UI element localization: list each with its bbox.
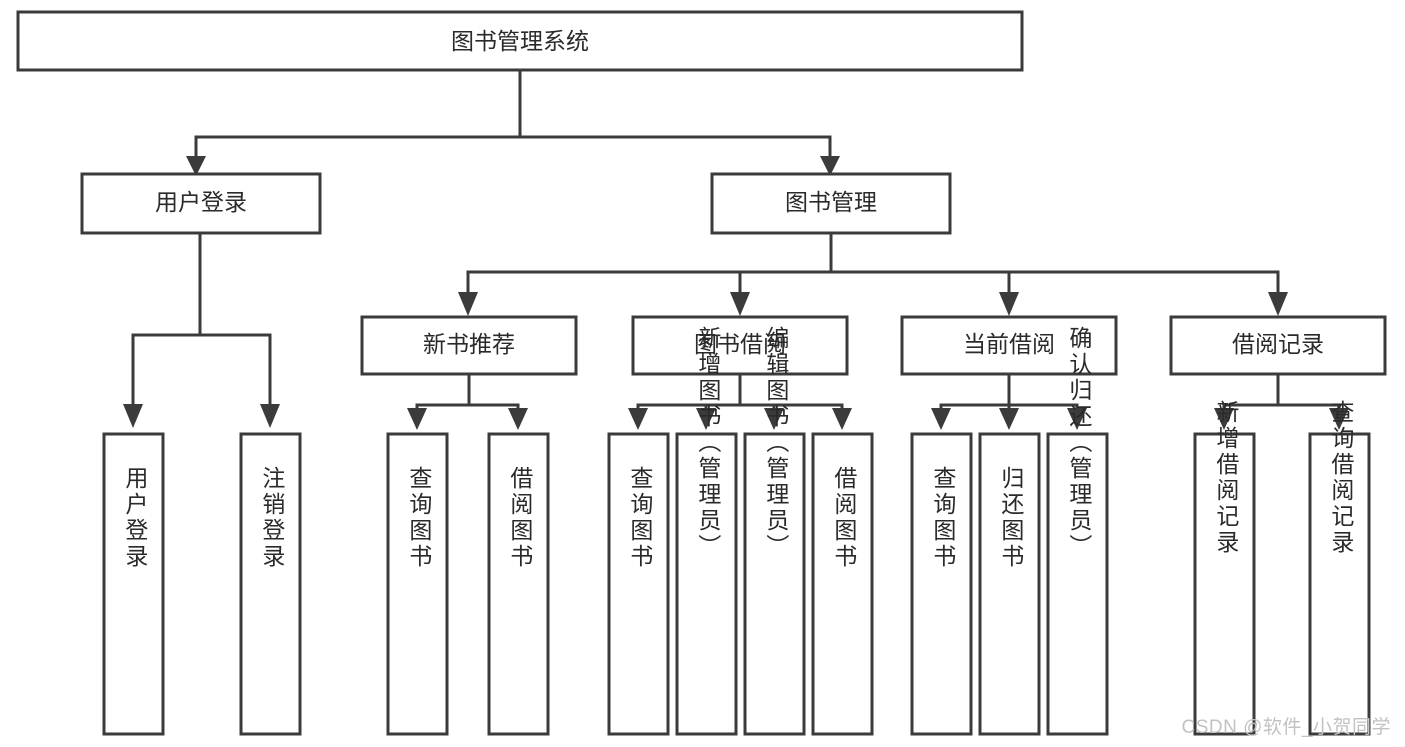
node-leaf-9[interactable]: 查询图书 xyxy=(910,432,973,736)
node-leaf-4-label: 借阅图书 xyxy=(507,466,534,570)
node-leaf-1-label: 用户登录 xyxy=(122,466,149,570)
node-login-label: 用户登录 xyxy=(155,189,247,215)
node-bookmgmt[interactable]: 图书管理 xyxy=(710,172,952,235)
node-current-box[interactable] xyxy=(900,315,1118,376)
node-leaf-2[interactable]: 注销登录 xyxy=(239,432,302,736)
node-newbook-label: 新书推荐 xyxy=(423,331,515,357)
node-records[interactable]: 借阅记录 xyxy=(1169,315,1387,376)
node-leaf-4-box[interactable] xyxy=(487,432,550,736)
node-leaf-8-label: 借阅图书 xyxy=(831,466,858,570)
arrow-to-newbook xyxy=(458,292,478,316)
node-leaf-5[interactable]: 查询图书 xyxy=(607,432,670,736)
node-leaf-2-box[interactable] xyxy=(239,432,302,736)
node-current-label: 当前借阅 xyxy=(963,331,1055,357)
node-leaf-3-label: 查询图书 xyxy=(406,466,433,570)
arrow-to-leaf-11 xyxy=(1067,408,1087,430)
node-root[interactable]: 图书管理系统 xyxy=(16,10,1024,72)
node-borrow[interactable]: 图书借阅 xyxy=(631,315,849,376)
node-leaf-10-label: 归还图书 xyxy=(998,466,1025,570)
node-leaf-2-label: 注销登录 xyxy=(259,466,286,570)
arrow-to-borrow xyxy=(730,292,750,316)
arrow-to-leaf-6 xyxy=(696,408,716,430)
node-leaf-3[interactable]: 查询图书 xyxy=(386,432,449,736)
node-leaf-7-box[interactable] xyxy=(743,432,806,736)
node-records-label: 借阅记录 xyxy=(1232,331,1324,357)
node-leaf-5-box[interactable] xyxy=(607,432,670,736)
arrow-to-leaf-9 xyxy=(931,408,951,430)
node-leaf-10[interactable]: 归还图书 xyxy=(978,432,1041,736)
node-leaf-12-label: 新增借阅记录 xyxy=(1213,400,1240,556)
node-leaf-6-label: 新增图书（管理员） xyxy=(695,326,722,560)
arrow-to-login xyxy=(186,156,206,176)
node-leaf-13[interactable]: 查询借阅记录 xyxy=(1308,400,1371,736)
arrow-to-leaf-3 xyxy=(407,408,427,430)
node-leaf-7[interactable]: 编辑图书（管理员） xyxy=(743,326,806,736)
node-leaf-7-label: 编辑图书（管理员） xyxy=(763,326,790,560)
node-leaf-9-box[interactable] xyxy=(910,432,973,736)
arrow-to-leaf-12 xyxy=(1214,408,1234,430)
node-leaf-5-label: 查询图书 xyxy=(627,466,654,570)
arrow-to-current xyxy=(999,292,1019,316)
arrow-to-leaf-1 xyxy=(123,404,143,428)
arrow-to-leaf-5 xyxy=(628,408,648,430)
node-leaf-6[interactable]: 新增图书（管理员） xyxy=(675,326,738,736)
node-login[interactable]: 用户登录 xyxy=(80,172,322,235)
node-newbook[interactable]: 新书推荐 xyxy=(360,315,578,376)
node-current[interactable]: 当前借阅 xyxy=(900,315,1118,376)
node-leaf-4[interactable]: 借阅图书 xyxy=(487,432,550,736)
node-borrow-label: 图书借阅 xyxy=(694,331,786,357)
connector-layer xyxy=(123,68,1349,430)
node-leaf-9-label: 查询图书 xyxy=(930,466,957,570)
node-leaf-12-box[interactable] xyxy=(1193,432,1256,736)
node-leaf-11-box[interactable] xyxy=(1046,432,1109,736)
node-bookmgmt-box[interactable] xyxy=(710,172,952,235)
node-bookmgmt-label: 图书管理 xyxy=(785,189,877,215)
arrow-to-leaf-10 xyxy=(999,408,1019,430)
arrow-to-bookmgmt xyxy=(820,156,840,176)
arrow-to-leaf-4 xyxy=(508,408,528,430)
node-leaf-12[interactable]: 新增借阅记录 xyxy=(1193,400,1256,736)
node-leaf-13-box[interactable] xyxy=(1308,432,1371,736)
node-leaf-10-box[interactable] xyxy=(978,432,1041,736)
node-records-box[interactable] xyxy=(1169,315,1387,376)
node-leaf-3-box[interactable] xyxy=(386,432,449,736)
node-root-label: 图书管理系统 xyxy=(451,28,589,54)
node-leaf-13-label: 查询借阅记录 xyxy=(1328,400,1355,556)
arrow-to-records xyxy=(1268,292,1288,316)
node-login-box[interactable] xyxy=(80,172,322,235)
arrow-to-leaf-7 xyxy=(764,408,784,430)
arrow-to-leaf-2 xyxy=(260,404,280,428)
node-leaf-6-box[interactable] xyxy=(675,432,738,736)
node-leaf-1-box[interactable] xyxy=(102,432,165,736)
node-leaf-11-label: 确认归还（管理员） xyxy=(1066,326,1093,560)
node-leaf-8[interactable]: 借阅图书 xyxy=(811,432,874,736)
node-root-box[interactable] xyxy=(16,10,1024,72)
node-leaf-8-box[interactable] xyxy=(811,432,874,736)
node-leaf-11[interactable]: 确认归还（管理员） xyxy=(1046,326,1109,736)
arrow-to-leaf-13 xyxy=(1329,408,1349,430)
arrow-to-leaf-8 xyxy=(832,408,852,430)
node-leaf-1[interactable]: 用户登录 xyxy=(102,432,165,736)
node-borrow-box[interactable] xyxy=(631,315,849,376)
node-newbook-box[interactable] xyxy=(360,315,578,376)
